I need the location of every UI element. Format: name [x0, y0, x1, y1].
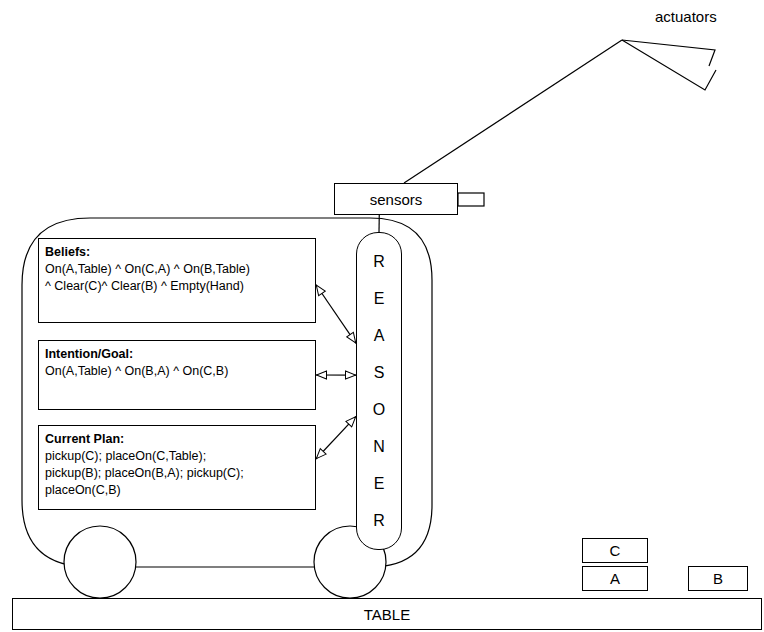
- block-box: C: [582, 538, 648, 563]
- connector: [316, 285, 356, 344]
- intention-box: Intention/Goal:On(A,Table) ^ On(B,A) ^ O…: [38, 340, 316, 410]
- table-box: TABLE: [12, 598, 762, 630]
- wheel: [64, 526, 136, 598]
- node-label: B: [713, 570, 723, 587]
- block-box: B: [688, 566, 748, 591]
- panel-heading: Intention/Goal:: [45, 346, 309, 363]
- panel-body: On(A,Table) ^ On(B,A) ^ On(C,B): [45, 363, 250, 380]
- node-label: TABLE: [364, 606, 410, 623]
- sensor-box: sensors: [334, 183, 458, 215]
- panel-heading: Current Plan:: [45, 431, 309, 448]
- node-label: A: [610, 570, 620, 587]
- actuator-arm: [404, 40, 716, 183]
- robot-body: [22, 218, 432, 567]
- part-label: actuators: [655, 8, 717, 25]
- node-label: C: [610, 542, 621, 559]
- sensor-nub: [458, 193, 484, 206]
- node-label: REASONER: [371, 243, 387, 539]
- connector: [378, 215, 379, 232]
- panel-body: pickup(C); placeOn(C,Table); pickup(B); …: [45, 448, 250, 499]
- beliefs-box: Beliefs:On(A,Table) ^ On(C,A) ^ On(B,Tab…: [38, 238, 316, 323]
- connector: [316, 374, 356, 375]
- node-label: sensors: [370, 191, 423, 208]
- plan-box: Current Plan:pickup(C); placeOn(C,Table)…: [38, 425, 316, 510]
- reasoner-box: REASONER: [356, 232, 402, 550]
- block-box: A: [582, 566, 648, 591]
- panel-heading: Beliefs:: [45, 244, 309, 261]
- connector: [316, 416, 356, 459]
- panel-body: On(A,Table) ^ On(C,A) ^ On(B,Table) ^ Cl…: [45, 261, 250, 295]
